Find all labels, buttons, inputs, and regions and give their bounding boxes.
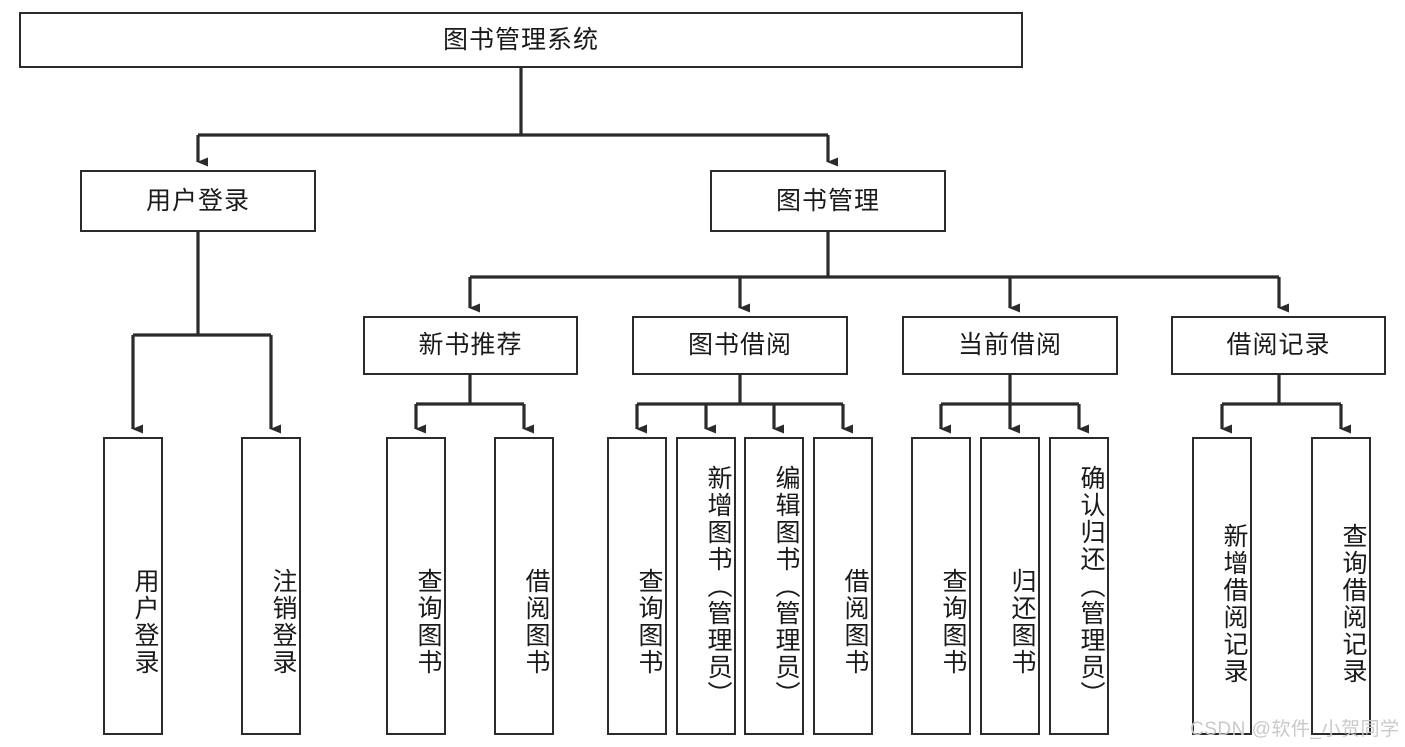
node-borrow-record-label: 借阅记录 <box>1226 331 1331 359</box>
leaf-add-book[interactable]: 新增图书（管理员） <box>676 437 736 735</box>
leaf-borrow-book-2[interactable]: 借阅图书 <box>813 437 873 735</box>
leaf-confirm-return-label: 确认归还（管理员） <box>1077 464 1105 708</box>
node-book-manage-label: 图书管理 <box>775 186 880 215</box>
node-new-book-rec-label: 新书推荐 <box>418 331 523 359</box>
node-book-manage[interactable]: 图书管理 <box>710 170 946 232</box>
leaf-confirm-return[interactable]: 确认归还（管理员） <box>1049 437 1109 735</box>
leaf-query-book-3-label: 查询图书 <box>939 568 967 676</box>
node-root[interactable]: 图书管理系统 <box>19 12 1023 68</box>
node-user-login-label: 用户登录 <box>145 186 250 215</box>
leaf-return-book-label: 归还图书 <box>1008 568 1036 676</box>
node-borrow-record[interactable]: 借阅记录 <box>1171 316 1386 375</box>
leaf-add-record-label: 新增借阅记录 <box>1220 523 1248 685</box>
leaf-borrow-book-1-label: 借阅图书 <box>522 568 550 676</box>
leaf-user-login[interactable]: 用户登录 <box>103 437 163 735</box>
node-new-book-rec[interactable]: 新书推荐 <box>363 316 578 375</box>
leaf-add-book-label: 新增图书（管理员） <box>704 464 732 708</box>
leaf-query-book-1[interactable]: 查询图书 <box>386 437 446 735</box>
leaf-query-book-2[interactable]: 查询图书 <box>607 437 667 735</box>
leaf-logout-login[interactable]: 注销登录 <box>241 437 301 735</box>
leaf-add-record[interactable]: 新增借阅记录 <box>1192 437 1252 735</box>
leaf-logout-login-label: 注销登录 <box>269 568 297 676</box>
leaf-borrow-book-2-label: 借阅图书 <box>841 568 869 676</box>
leaf-query-record[interactable]: 查询借阅记录 <box>1311 437 1371 735</box>
leaf-query-record-label: 查询借阅记录 <box>1339 523 1367 685</box>
leaf-edit-book-label: 编辑图书（管理员） <box>772 464 800 708</box>
node-user-login[interactable]: 用户登录 <box>80 170 316 232</box>
node-book-borrow[interactable]: 图书借阅 <box>632 316 848 375</box>
leaf-user-login-label: 用户登录 <box>131 568 159 676</box>
node-current-borrow[interactable]: 当前借阅 <box>902 316 1118 375</box>
leaf-query-book-1-label: 查询图书 <box>414 568 442 676</box>
leaf-edit-book[interactable]: 编辑图书（管理员） <box>744 437 804 735</box>
leaf-query-book-3[interactable]: 查询图书 <box>911 437 971 735</box>
csdn-watermark: CSDN @软件_小贺同学 <box>1190 719 1400 740</box>
leaf-query-book-2-label: 查询图书 <box>635 568 663 676</box>
node-book-borrow-label: 图书借阅 <box>687 331 792 359</box>
node-current-borrow-label: 当前借阅 <box>957 331 1062 359</box>
leaf-return-book[interactable]: 归还图书 <box>980 437 1040 735</box>
leaf-borrow-book-1[interactable]: 借阅图书 <box>494 437 554 735</box>
node-root-label: 图书管理系统 <box>442 25 599 54</box>
